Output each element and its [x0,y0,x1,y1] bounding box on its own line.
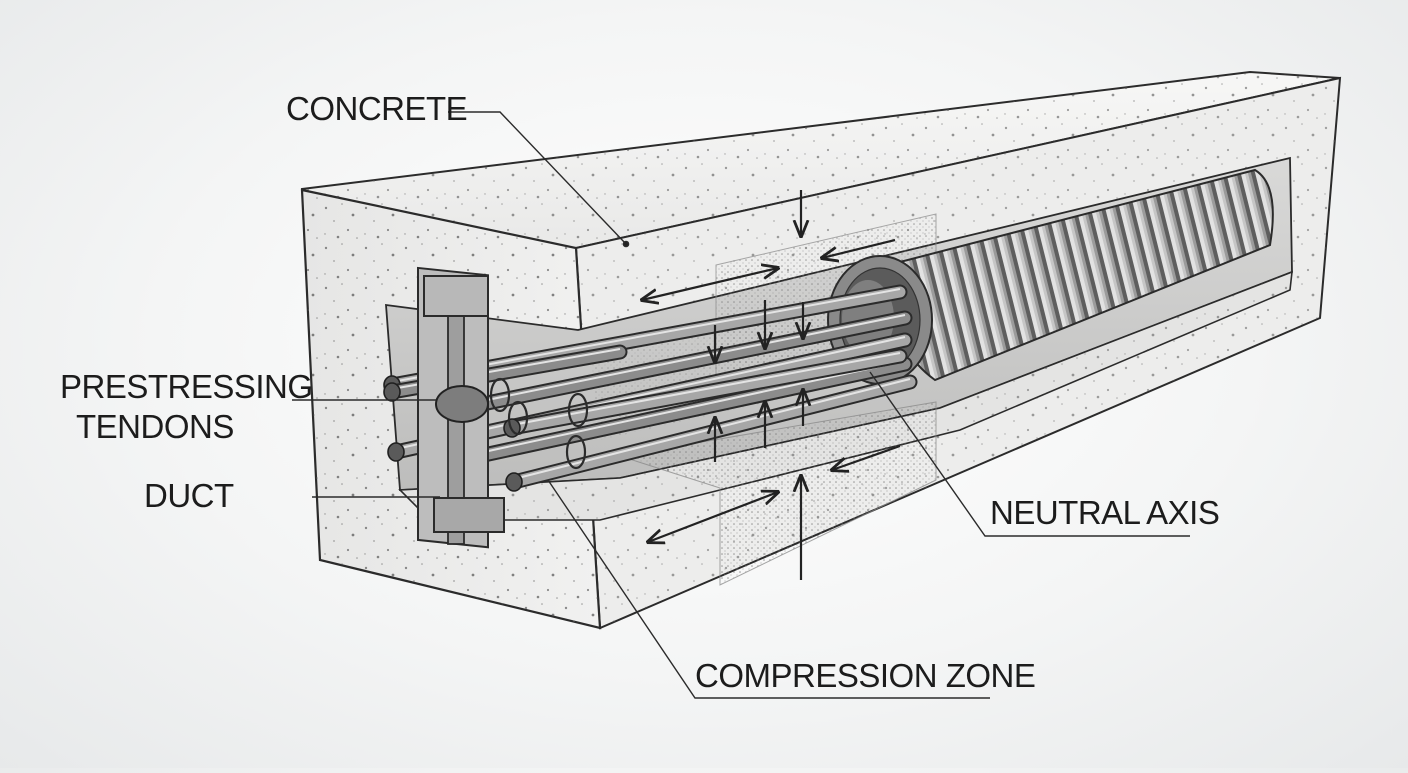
arrow-lower-double [648,492,778,542]
label-duct: DUCT [144,477,234,514]
tendon-clamp-ring [567,392,589,428]
tendon-clamp-ring [507,400,529,436]
label-concrete: CONCRETE [286,90,468,127]
tendon [432,312,911,419]
label-prestressing-line2: TENDONS [76,408,234,445]
tendon [506,350,906,434]
arrow-upper-double [642,268,778,300]
leader-lines [292,111,1190,699]
label-prestressing-line1: PRESTRESSING [60,368,313,405]
tendon-highlight [469,360,906,456]
concrete-top-face-speckle [302,72,1340,248]
stress-arrows [642,190,901,580]
leader-neutral-axis [869,371,1190,537]
anchor-clamp-top [423,275,489,317]
tendon-end [505,472,523,492]
tendon-highlight [437,314,906,411]
label-neutral-axis: NEUTRAL AXIS [990,494,1220,531]
anchor-head [435,385,489,423]
tendon-clamp-ring [565,434,587,470]
leader-concrete [448,111,627,245]
tendon [464,358,911,464]
tendon-highlight [511,352,901,426]
arrow-lower-left [832,444,901,470]
tendon-end [383,382,401,402]
arrow-top-left [822,238,896,258]
anchorage-assembly [417,266,505,549]
anchor-clamp-bottom [433,497,505,533]
leader-compression-zone [547,479,990,699]
tendon-end [387,442,405,462]
tendon-clamp-ring [489,377,511,413]
label-compression-zone: COMPRESSION ZONE [695,657,1036,694]
cavity-floor-speckle [400,272,1292,520]
